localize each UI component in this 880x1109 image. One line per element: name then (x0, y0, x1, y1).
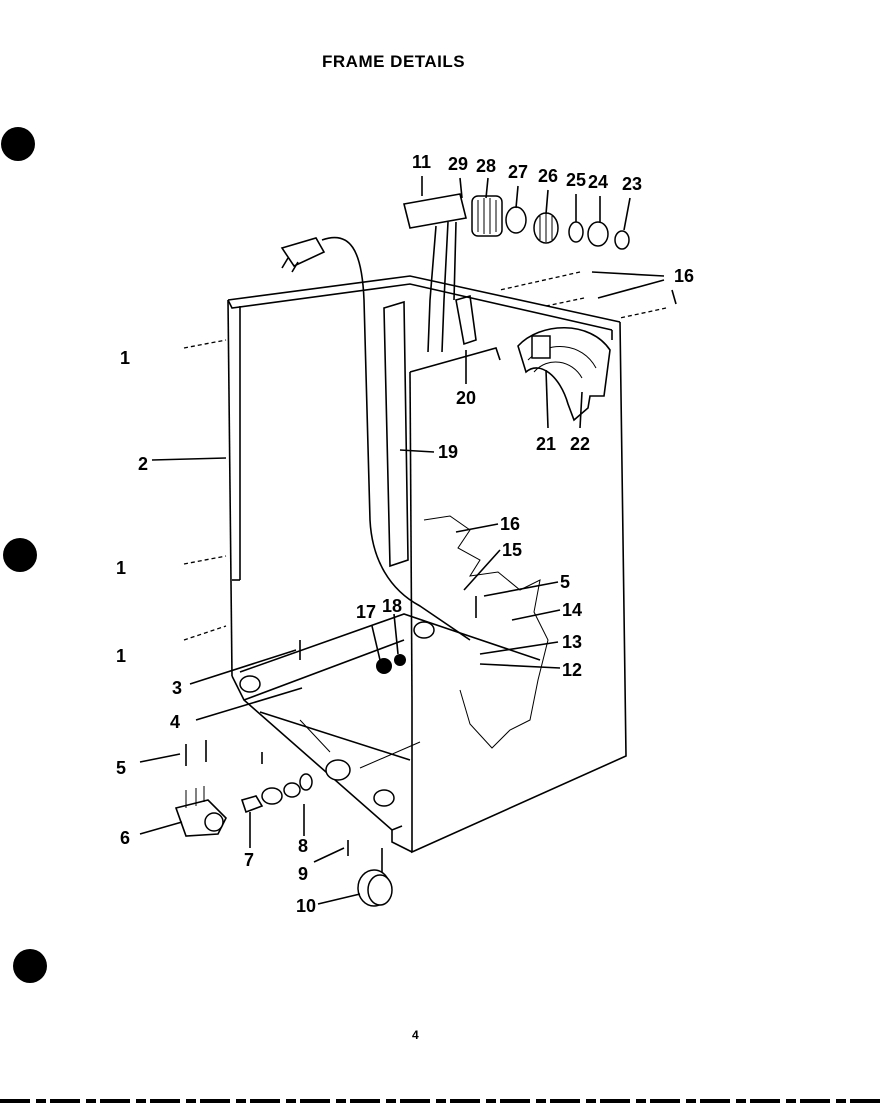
callout-label: 16 (674, 266, 694, 286)
callout-label: 3 (172, 678, 182, 698)
binder-hole-middle (3, 538, 37, 572)
callout-label: 29 (448, 154, 468, 174)
cabinet-frame (227, 275, 627, 854)
callout-label: 9 (298, 864, 308, 884)
callout-label: 20 (456, 388, 476, 408)
page-title: FRAME DETAILS (322, 52, 466, 71)
burner-assembly (403, 193, 630, 353)
callout-label: 24 (588, 172, 608, 192)
page-number: 4 (412, 1028, 419, 1042)
callout-label: 5 (560, 572, 570, 592)
callout-label: 17 (356, 602, 376, 622)
callout-label: 6 (120, 828, 130, 848)
callout-label: 14 (562, 600, 582, 620)
callout-label: 7 (244, 850, 254, 870)
callout-label: 18 (382, 596, 402, 616)
callout-label: 1 (116, 646, 126, 666)
power-cord (280, 236, 471, 641)
callout-labels: 1 1 1 2 3 4 5 5 6 7 8 9 10 11 12 13 14 1… (116, 152, 694, 916)
callout-label: 25 (566, 170, 586, 190)
leader-lines (139, 176, 677, 905)
callout-label: 1 (120, 348, 130, 368)
callout-label: 1 (116, 558, 126, 578)
callout-label: 22 (570, 434, 590, 454)
callout-label: 11 (412, 152, 431, 172)
callout-label: 4 (170, 712, 180, 732)
callout-label: 23 (622, 174, 642, 194)
callout-label: 19 (438, 442, 458, 462)
binder-hole-top (1, 127, 35, 161)
callout-label: 13 (562, 632, 582, 652)
lower-parts (174, 596, 477, 907)
callout-label: 16 (500, 514, 520, 534)
callout-label: 27 (508, 162, 528, 182)
callout-label: 15 (502, 540, 522, 560)
callout-label: 2 (138, 454, 148, 474)
callout-label: 26 (538, 166, 558, 186)
callout-label: 5 (116, 758, 126, 778)
callout-label: 10 (296, 896, 316, 916)
callout-label: 28 (476, 156, 496, 176)
callout-label: 21 (536, 434, 556, 454)
callout-label: 8 (298, 836, 308, 856)
drum-support-cutaway (517, 327, 611, 422)
binder-hole-bottom (13, 949, 47, 983)
callout-label: 12 (562, 660, 582, 680)
